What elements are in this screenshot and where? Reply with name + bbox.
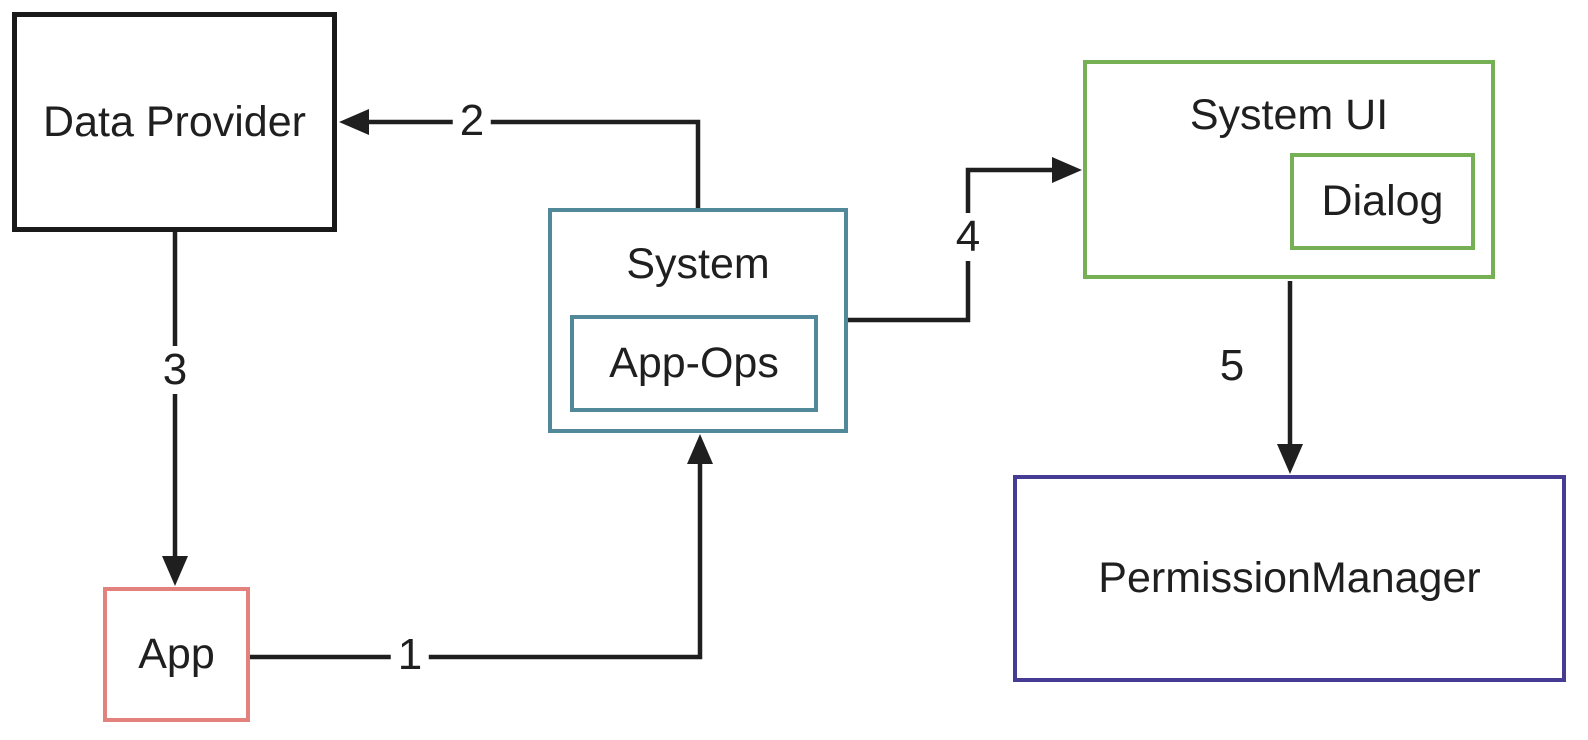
edge-4-label: 4 — [948, 213, 988, 261]
edge-1-label: 1 — [390, 631, 430, 679]
edge-1-line — [250, 460, 703, 660]
node-app-ops-label: App-Ops — [609, 339, 779, 387]
node-app-label: App — [138, 630, 215, 678]
edge-1-arrowhead-up-icon — [687, 434, 713, 464]
node-dialog-label: Dialog — [1321, 177, 1444, 225]
node-app-ops: App-Ops — [570, 315, 818, 412]
node-dialog: Dialog — [1290, 153, 1475, 250]
edge-4-arrowhead-right-icon — [1052, 157, 1082, 183]
node-system-label: System — [626, 240, 770, 288]
edge-5-label: 5 — [1219, 341, 1245, 390]
edge-2-line — [365, 119, 701, 208]
node-permission-manager-label: PermissionManager — [1098, 554, 1481, 602]
edge-3-arrow — [162, 232, 188, 586]
edge-2-arrowhead-left-icon — [339, 109, 369, 135]
edge-1-arrow — [250, 434, 713, 660]
edge-2-arrow — [339, 109, 701, 208]
node-permission-manager: PermissionManager — [1013, 475, 1566, 682]
edge-3-arrowhead-down-icon — [162, 556, 188, 586]
edge-5-arrowhead-down-icon — [1277, 444, 1303, 474]
node-data-provider: Data Provider — [12, 12, 337, 232]
edge-3-label: 3 — [155, 346, 195, 394]
node-system-ui-label: System UI — [1189, 91, 1389, 139]
edge-2-label: 2 — [452, 97, 492, 145]
edge-5-arrow — [1277, 281, 1303, 474]
node-data-provider-label: Data Provider — [43, 97, 306, 146]
node-app: App — [103, 587, 250, 722]
